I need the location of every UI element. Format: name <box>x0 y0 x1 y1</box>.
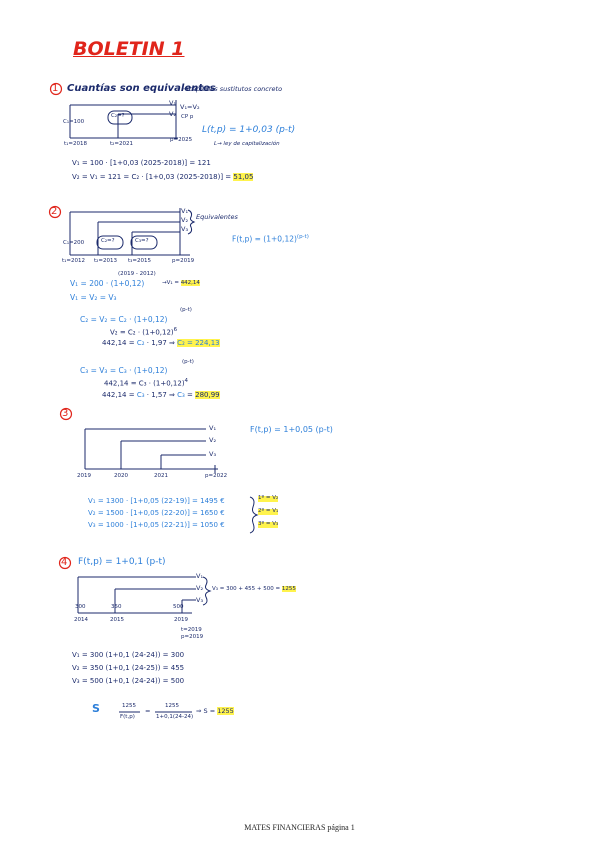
ex1-law: L(t,p) = 1+0,03 (p-t) <box>202 125 296 135</box>
ex3-rank3: 3º = V₃ <box>258 521 279 528</box>
ex1-heading: Cuantías son equivalentes <box>67 83 216 94</box>
ex4-s-num: 1255 <box>122 703 136 709</box>
ex2-c3a-exp: (p-t) <box>182 359 194 365</box>
ex2-t3: t₃=2015 <box>128 258 151 264</box>
ex1-cap: CP p <box>181 114 194 120</box>
ex3-eq3: V₃ = 1000 · [1+0,05 (22-21)] = 1050 € <box>88 521 225 529</box>
ex2-t2: t₂=2013 <box>94 258 117 264</box>
ex2-eq2: V₁ = V₂ = V₃ <box>70 293 117 302</box>
ex4-eq2: V₂ = 350 (1+0,1 (24-25)) = 455 <box>72 664 185 672</box>
ex2-c3: C₃=? <box>135 238 149 244</box>
ex3-v3: V₃ <box>209 450 217 458</box>
ex1-eq1: V₁ = 100 · [1+0,03 (2025-2018)] = 121 <box>72 159 211 167</box>
ex4-diagram <box>77 576 212 614</box>
ex2-c1: C₁=200 <box>63 240 85 246</box>
ex4-y2: 2015 <box>110 617 124 623</box>
ex4-t: t=2019 <box>181 627 202 633</box>
ex1-t1: t₁=2018 <box>64 141 87 147</box>
ex4-eq1: V₁ = 300 (1+0,1 (24-24)) = 300 <box>72 651 185 659</box>
ex3-y2: 2020 <box>114 473 128 479</box>
ex4-y1: 2014 <box>74 617 88 623</box>
ex2-p: p=2019 <box>172 258 195 264</box>
ex2-c2b: V₂ = C₂ · (1+0,12)6 <box>110 327 178 337</box>
ex2-c3b: 442,14 = C₃ · (1+0,12)4 <box>104 378 189 388</box>
ex4-v3: V₃ <box>196 596 204 604</box>
equals-sign: = <box>145 707 151 715</box>
ex3-y3: 2021 <box>154 473 168 479</box>
ex2-c2a: C₂ = V₂ = C₂ · (1+0,12) <box>80 315 168 324</box>
page-title: BOLETIN 1 <box>73 38 185 60</box>
ex4-p: p=2019 <box>181 634 204 640</box>
ex4-a2: 350 <box>111 604 122 610</box>
ex1-c1: C₁=100 <box>63 119 85 125</box>
ex2-c3c: 442,14 = C₃ · 1,57 ⇒ C₃ = 280,99 <box>102 391 220 399</box>
ex4-s-num2: 1255 <box>165 703 179 709</box>
ex4-a3: 500 <box>173 604 184 610</box>
ex2-v2: V₂ <box>181 216 189 224</box>
ex2-eq1-res: →V₁ = 442,14 <box>162 280 200 286</box>
ex2-c2c: 442,14 = C₂ · 1,97 ⇒ C₂ = 224,13 <box>102 339 220 347</box>
ex2-v3: V₃ <box>181 225 189 233</box>
ex1-t2: t₂=2021 <box>110 141 133 147</box>
ex4-v1: V₁ <box>196 572 204 580</box>
ex4-s-den: F(t,p) <box>120 714 135 720</box>
ex3-number: 3 <box>62 408 69 419</box>
number-circles <box>48 82 73 570</box>
ex3-eq1: V₁ = 1300 · [1+0,05 (22-19)] = 1495 € <box>88 497 225 505</box>
ex1-eq2: V₂ = V₁ = 121 = C₂ · [1+0,03 (2025-2018)… <box>72 173 254 181</box>
ex3-v2: V₂ <box>209 436 217 444</box>
ex1-number: 1 <box>52 83 59 94</box>
ex4-v2: V₂ <box>196 584 204 592</box>
ex4-sum: V₃ = 300 + 455 + 500 = 1255 <box>212 586 296 592</box>
ex2-c2: C₂=? <box>101 238 115 244</box>
ex1-v2-label: V₂ <box>169 110 177 118</box>
ex2-diagram <box>69 208 190 256</box>
ex3-y1: 2019 <box>77 473 91 479</box>
ex1-v1v2: V₁=V₂ <box>180 103 200 111</box>
ex1-note: →capitales sustitutos concreto <box>183 85 283 93</box>
ex1-law-note: L→ ley de capitalización <box>214 141 280 147</box>
ex4-s-res: ⇒ S = 1255 <box>196 707 234 715</box>
ex3-v1: V₁ <box>209 424 217 432</box>
ex2-v1: V₁ <box>181 207 189 215</box>
ex1-c2: C₂=? <box>111 113 125 119</box>
ex3-law: F(t,p) = 1+0,05 (p-t) <box>250 425 333 434</box>
ex4-y3: 2019 <box>174 617 188 623</box>
ex2-c2a-exp: (p-t) <box>180 307 192 313</box>
ex3-rank1: 1º = V₂ <box>258 495 279 502</box>
ex1-p: p=2025 <box>170 137 193 143</box>
ex2-law: F(t,p) = (1+0,12)(p-t) <box>232 234 309 244</box>
ex1-diagram <box>69 100 178 139</box>
page-footer: MATES FINANCIERAS página 1 <box>244 823 355 832</box>
ex2-c3a: C₃ = V₃ = C₃ · (1+0,12) <box>80 366 168 375</box>
ex4-law: F(t,p) = 1+0,1 (p-t) <box>78 557 166 567</box>
ex4-s: S <box>92 702 100 715</box>
ex3-eq2: V₂ = 1500 · [1+0,05 (22-20)] = 1650 € <box>88 509 225 517</box>
ex2-t1: t₁=2012 <box>62 258 85 264</box>
ex1-v1-label: V₁ <box>169 99 177 107</box>
ex4-number: 4 <box>61 557 68 568</box>
ex3-diagram <box>84 428 259 534</box>
ex2-equiv: Equivalentes <box>196 213 238 221</box>
ex3-rank2: 2º = V₁ <box>258 508 279 515</box>
ex2-eq1-exp: (2019 - 2012) <box>118 271 156 277</box>
ex4-eq3: V₃ = 500 (1+0,1 (24-24)) = 500 <box>72 677 185 685</box>
ex3-p: p=2022 <box>205 473 228 479</box>
ex4-s-den2: 1+0,1(24-24) <box>156 714 194 720</box>
ex4-a1: 300 <box>75 604 86 610</box>
ex2-number: 2 <box>51 206 58 217</box>
ex2-eq1: V₁ = 200 · (1+0,12) <box>70 279 145 288</box>
